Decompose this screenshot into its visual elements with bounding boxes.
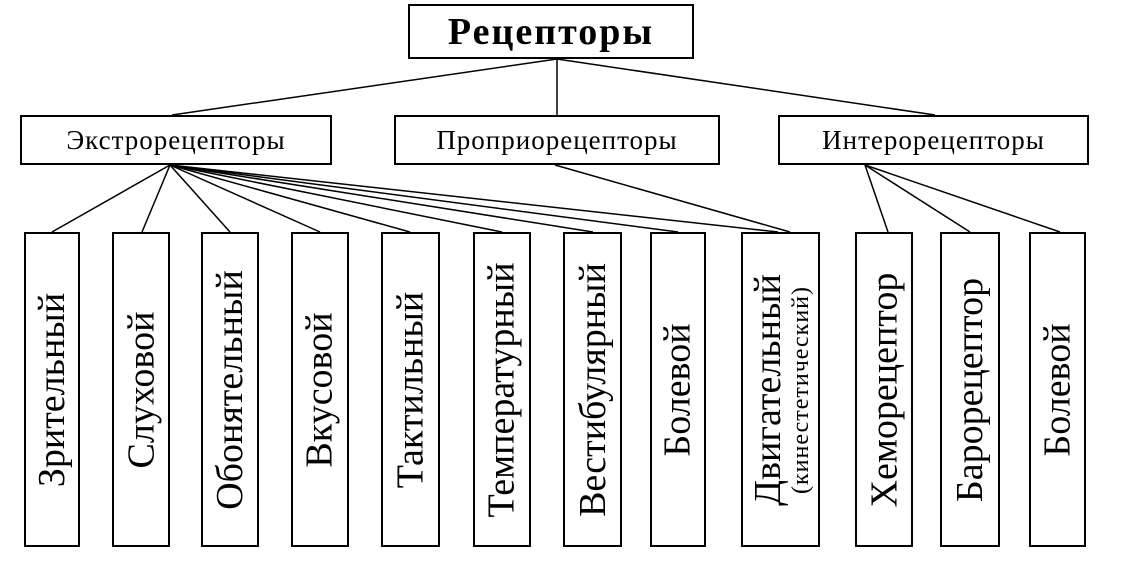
connector-extero-visual xyxy=(51,164,171,233)
leaf-auditory: Слуховой xyxy=(112,232,170,547)
leaf-pain-extero: Болевой xyxy=(650,232,706,547)
leaf-pain-intero: Болевой xyxy=(1029,232,1086,547)
category-label: Интерорецепторы xyxy=(822,124,1045,155)
category-label: Экстрорецепторы xyxy=(66,124,286,155)
connector-root-intero xyxy=(556,58,936,116)
root-node: Рецепторы xyxy=(408,4,694,59)
leaf-gustatory: Вкусовой xyxy=(291,232,349,547)
leaf-label: Слуховой xyxy=(120,311,163,468)
connector-extero-vestibular xyxy=(169,164,594,233)
leaf-temperature: Температурный xyxy=(473,232,531,547)
connector-extero-auditory xyxy=(141,164,171,233)
connector-extero-temperature xyxy=(169,164,503,233)
leaf-motor: Двигательный (кинестетический) xyxy=(741,232,820,547)
leaf-olfactory: Обонятельный xyxy=(201,232,259,547)
connector-extero-pain xyxy=(169,164,679,233)
leaf-chemoreceptor: Хеморецептор xyxy=(855,232,913,547)
leaf-label: Зрительный xyxy=(31,292,73,487)
connector-extero-olfactory xyxy=(169,164,231,233)
leaf-label: Хеморецептор xyxy=(863,272,905,507)
leaf-label: Температурный xyxy=(481,261,524,518)
connector-intero-chemo xyxy=(864,164,889,233)
category-interoceptors: Интерорецепторы xyxy=(778,115,1089,165)
leaf-tactile: Тактильный xyxy=(381,232,440,547)
leaf-label: Болевой xyxy=(1036,322,1079,457)
connector-extero-gustatory xyxy=(169,164,321,233)
leaf-label: Двигательный xyxy=(746,273,789,506)
leaf-label: Тактильный xyxy=(389,291,432,488)
leaf-label: Болевой xyxy=(657,322,700,457)
leaf-label: Барорецептор xyxy=(949,277,992,502)
leaf-vestibular: Вестибулярный xyxy=(563,232,622,547)
leaf-label: Вестибулярный xyxy=(571,262,614,517)
leaf-baroreceptor: Барорецептор xyxy=(940,232,1000,547)
connector-intero-baro xyxy=(864,164,971,233)
leaf-label: Вкусовой xyxy=(299,311,341,468)
category-exteroceptors: Экстрорецепторы xyxy=(20,115,332,165)
connector-root-extero xyxy=(171,58,558,116)
connector-proprio-motor xyxy=(554,164,791,233)
leaf-sublabel: (кинестетический) xyxy=(787,285,814,494)
leaf-label: Обонятельный xyxy=(209,269,251,510)
category-proprioceptors: Проприорецепторы xyxy=(394,115,720,165)
connector-intero-pain xyxy=(864,164,1061,233)
category-label: Проприорецепторы xyxy=(436,124,678,155)
connector-extero-tactile xyxy=(169,164,411,233)
connector-extero-motor xyxy=(169,164,779,233)
leaf-visual: Зрительный xyxy=(24,232,80,547)
root-label: Рецепторы xyxy=(447,10,655,53)
